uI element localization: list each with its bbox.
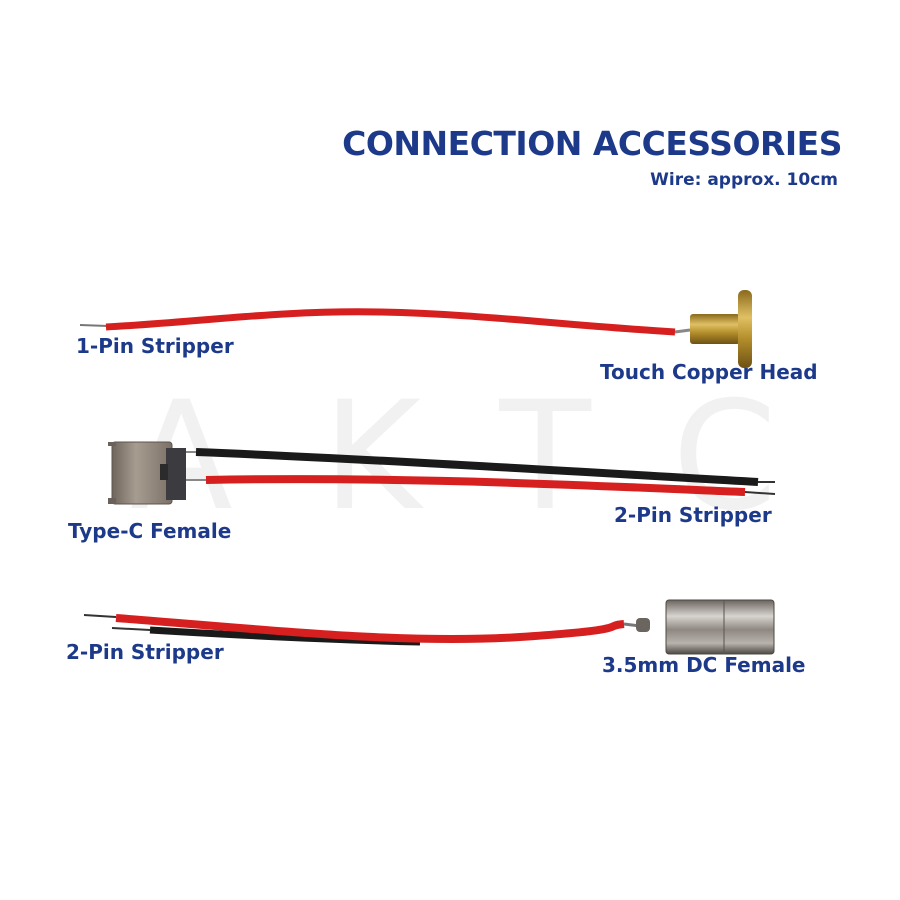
- type-c-notch: [160, 464, 168, 480]
- label-two-pin-stripper-bottom: 2-Pin Stripper: [66, 640, 224, 664]
- stripped-tip: [83, 614, 117, 618]
- label-two-pin-stripper-top: 2-Pin Stripper: [614, 503, 772, 527]
- stripped-wire-tip: [79, 324, 109, 327]
- wire-tip-metal: [674, 328, 691, 334]
- label-one-pin-stripper: 1-Pin Stripper: [76, 334, 234, 358]
- dc-wire-assembly: [83, 599, 775, 655]
- type-c-tab: [108, 498, 116, 504]
- page-subtitle: Wire: approx. 10cm: [650, 170, 838, 190]
- page-title: CONNECTION ACCESSORIES: [342, 124, 842, 163]
- black-wire: [195, 448, 759, 486]
- copper-head-flange: [738, 290, 752, 368]
- type-c-tab: [108, 442, 116, 446]
- red-wire: [105, 308, 676, 336]
- solder-lug: [636, 618, 650, 632]
- type-c-wire-assembly: [108, 441, 776, 505]
- type-c-pcb: [166, 448, 186, 500]
- label-type-c-female: Type-C Female: [68, 519, 232, 543]
- label-touch-copper-head: Touch Copper Head: [600, 360, 818, 384]
- red-wire: [115, 614, 625, 644]
- stripped-tip: [111, 627, 151, 631]
- red-wire: [205, 475, 746, 496]
- copper-head-body: [690, 314, 740, 344]
- stripped-tip: [744, 491, 776, 495]
- label-dc-female: 3.5mm DC Female: [602, 653, 806, 677]
- dc-jack-body: [665, 599, 775, 655]
- one-pin-wire-assembly: [79, 290, 752, 368]
